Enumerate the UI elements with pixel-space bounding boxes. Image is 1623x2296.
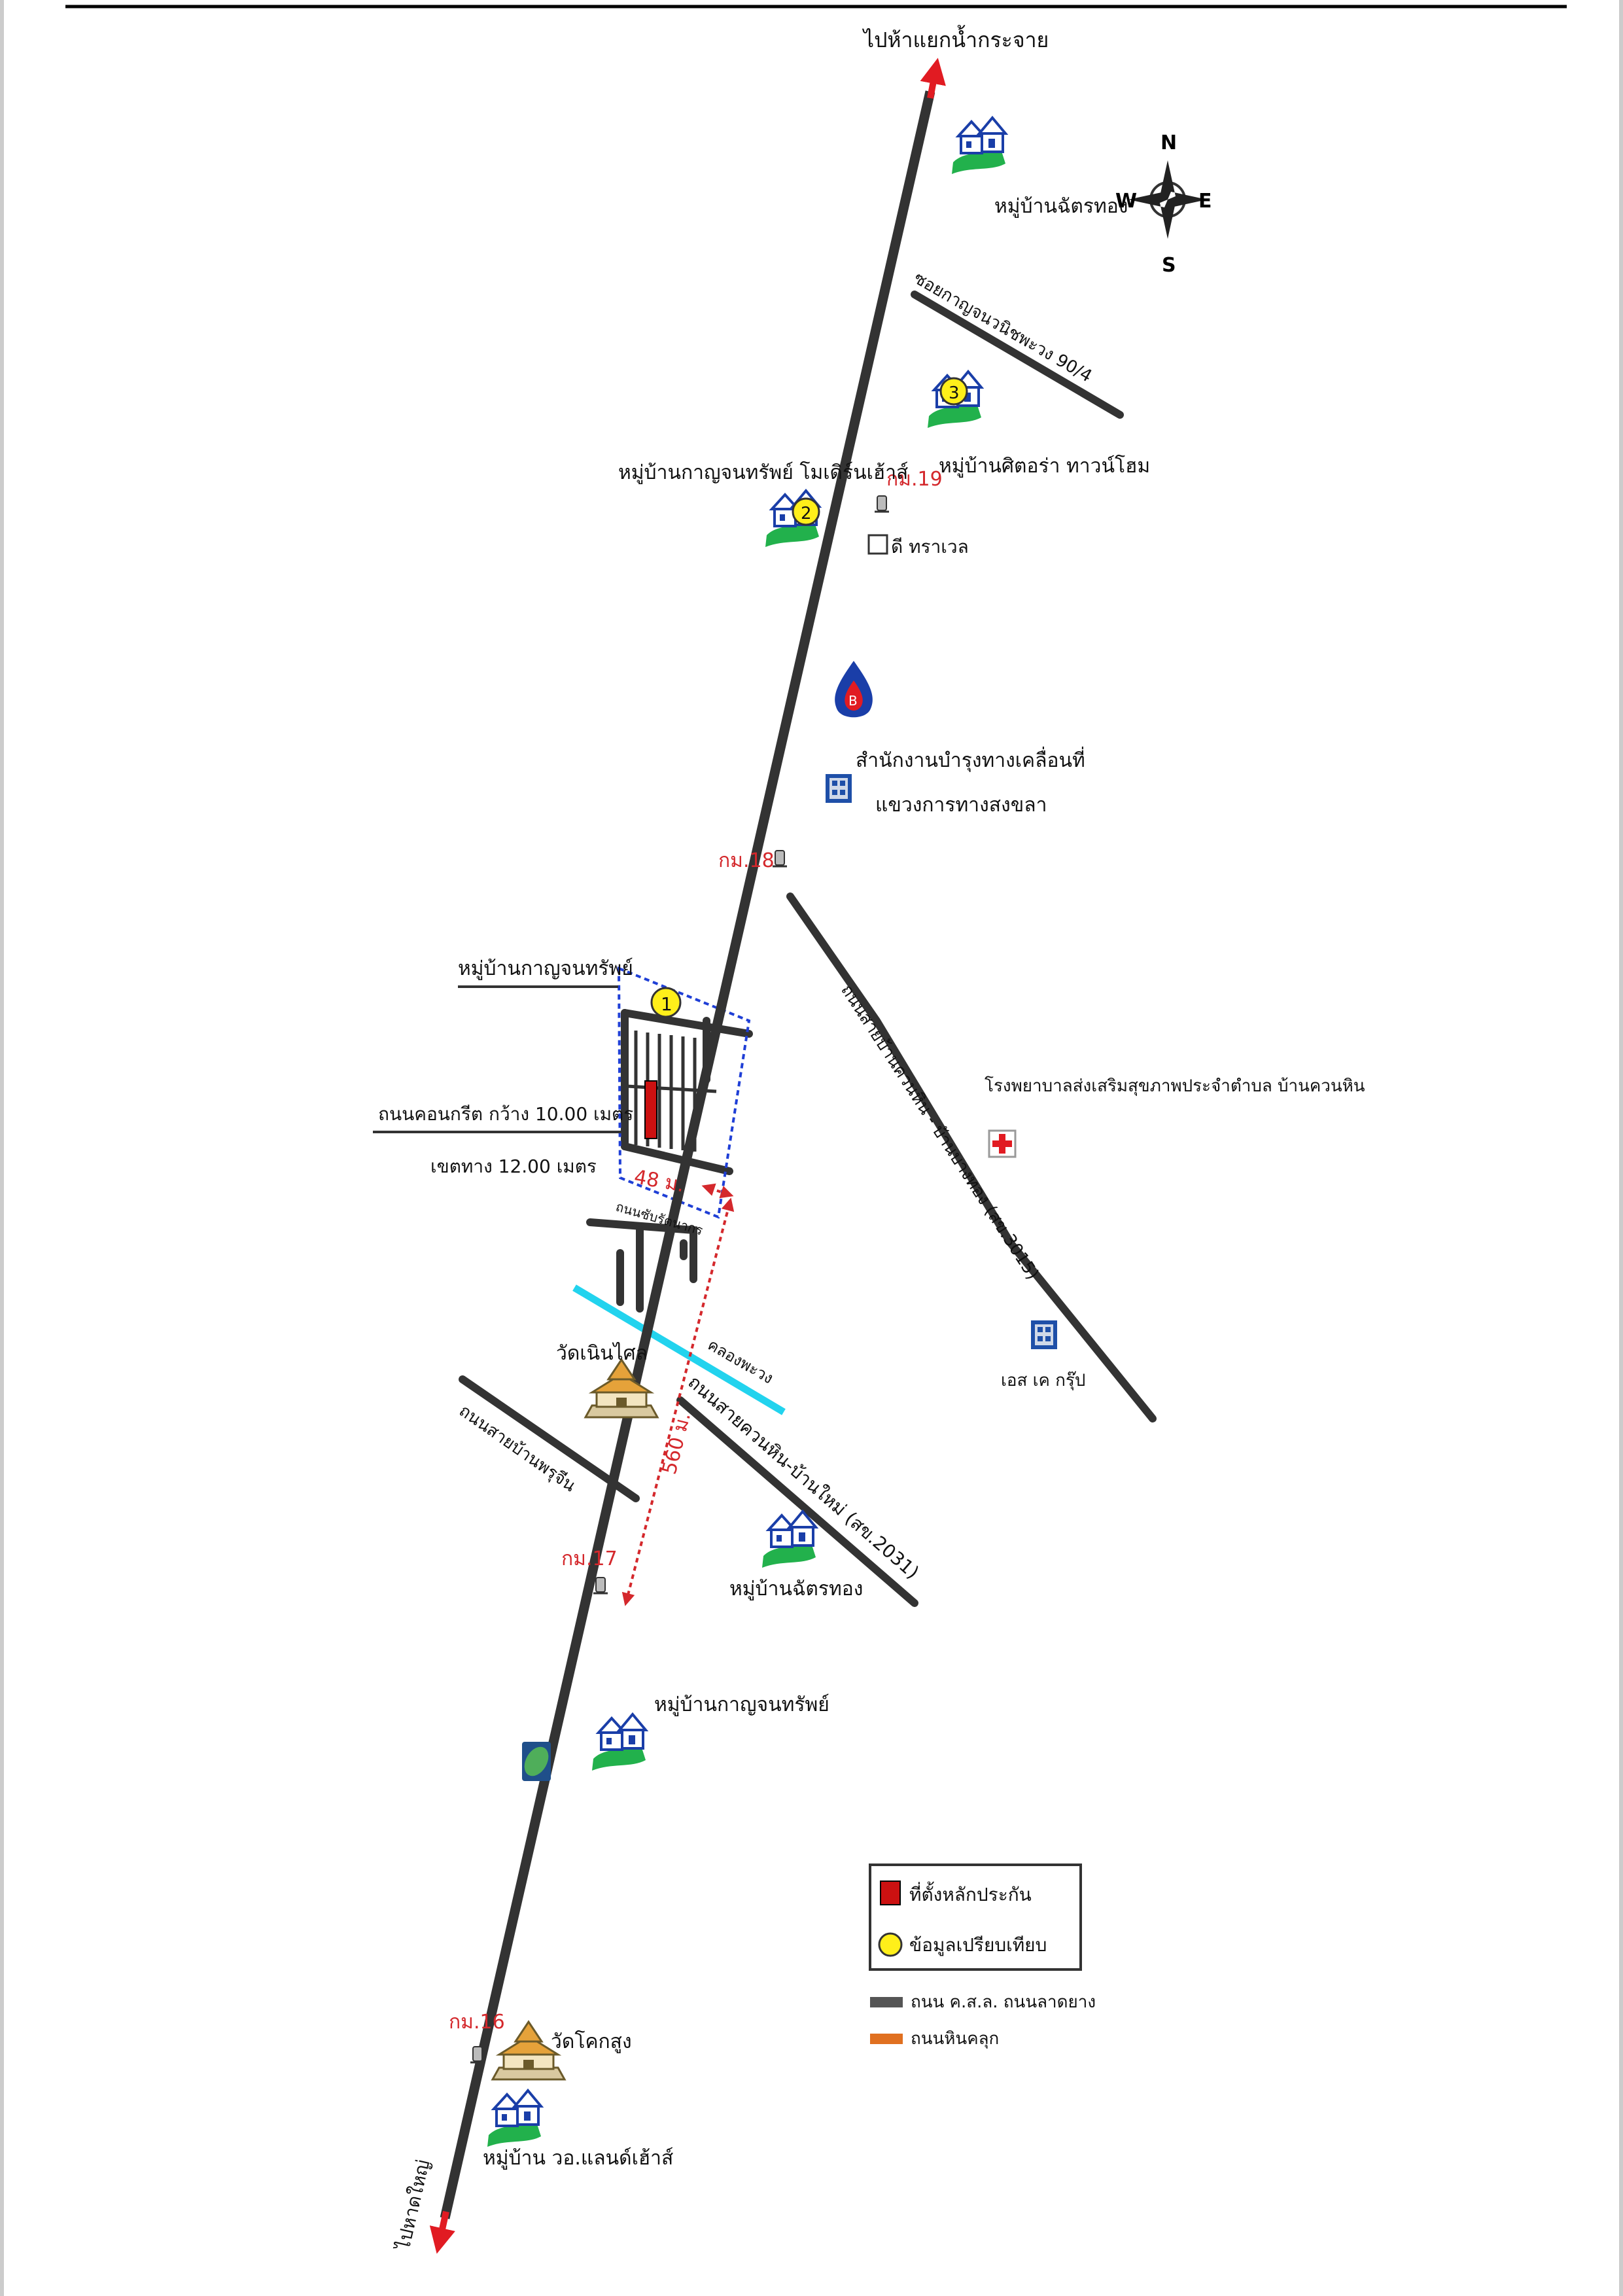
label-soi-kanchanawanit: ซอยกาญจนวนิชพะวง 90/4 xyxy=(911,268,1096,387)
dist-560-line xyxy=(621,1197,735,1606)
label-village-wor-land: หมู่บ้าน วอ.แลนด์เฮ้าส์ xyxy=(483,2147,673,2170)
legend-comparison-label: ข้อมูลเปรียบเทียบ xyxy=(909,1934,1047,1956)
gas-station-icon: B xyxy=(835,661,873,718)
km17-post-icon xyxy=(592,1576,609,1595)
label-village-kanchanasap-south: หมู่บ้านกาญจนทรัพย์ xyxy=(654,1693,829,1716)
highway-office-icon xyxy=(826,774,852,803)
marker-1: 1 xyxy=(650,987,682,1018)
label-wat-noen: วัดเนินไศล xyxy=(556,1341,648,1365)
house-icon-kanchanasap-south xyxy=(591,1713,647,1772)
marker-3: 3 xyxy=(939,377,968,406)
house-icon-wor-land xyxy=(486,2089,542,2148)
label-highway-office-1: สำนักงานบำรุงทางเคลื่อนที่ xyxy=(856,747,1085,773)
svg-text:1: 1 xyxy=(661,993,672,1015)
dist-48-line xyxy=(701,1183,734,1199)
compass-n: N xyxy=(1161,132,1177,154)
compass-s: S xyxy=(1162,254,1176,277)
legend-collateral-label: ที่ตั้งหลักประกัน xyxy=(909,1881,1032,1905)
label-right-of-way: เขตทาง 12.00 เมตร xyxy=(430,1156,597,1177)
main-road xyxy=(440,90,935,2219)
compass-rose: N S E W xyxy=(1115,132,1212,277)
label-concrete-road: ถนนคอนกรีต กว้าง 10.00 เมตร xyxy=(378,1103,633,1125)
km16-post-icon xyxy=(469,2045,486,2064)
km18-label: กม.18 xyxy=(718,849,775,872)
compound-road-top xyxy=(621,1009,753,1038)
collateral-plot xyxy=(644,1080,657,1139)
km19-label: กม.19 xyxy=(886,468,943,491)
north-destination: ไปห้าแยกน้ำกระจาย xyxy=(862,25,1049,52)
label-village-chattong-top: หมู่บ้านฉัตรทอง xyxy=(994,195,1128,218)
label-canal: คลองพะวง xyxy=(705,1335,777,1388)
legend-laterite-label: ถนนหินคลุก xyxy=(911,2029,999,2049)
label-village-chattong-bottom: หมู่บ้านฉัตรทอง xyxy=(729,1578,863,1600)
km18-post-icon xyxy=(771,849,788,868)
label-wat-khok-sung: วัดโคกสูง xyxy=(551,2030,632,2053)
legend-paved-label: ถนน ค.ส.ล. ถนนลาดยาง xyxy=(911,1992,1096,2012)
compass-e: E xyxy=(1198,190,1212,213)
legend-comparison-swatch xyxy=(878,1932,903,1957)
d-travel-icon xyxy=(867,534,888,555)
house-icon-chattong-bottom xyxy=(761,1510,817,1569)
marker-2: 2 xyxy=(792,497,820,526)
label-village-kanchanasap-modern: หมู่บ้านกาญจนทรัพย์ โมเดิร์นเฮ้าส์ xyxy=(618,461,908,484)
label-highway-office-2: แขวงการทางสงขลา xyxy=(875,794,1047,817)
bank-logo-icon xyxy=(522,1742,551,1781)
svg-text:3: 3 xyxy=(949,383,960,403)
road-khuanhin-banmai xyxy=(676,1396,918,1607)
svg-text:2: 2 xyxy=(801,504,812,523)
label-dist-48: 48 ม. xyxy=(633,1165,686,1197)
south-destination: ไปหาดใหญ่ xyxy=(392,2158,434,2253)
house-icon-chattong-top xyxy=(951,116,1007,175)
km17-label: กม.17 xyxy=(561,1547,618,1570)
compound-road-bottom xyxy=(621,1142,733,1175)
legend: ที่ตั้งหลักประกัน ข้อมูลเปรียบเทียบ ถนน … xyxy=(869,1863,1096,2049)
compass-w: W xyxy=(1115,190,1137,213)
label-road-soi-small: ถนนซับรัตนากร xyxy=(614,1199,705,1239)
legend-laterite-swatch xyxy=(870,2034,903,2044)
km16-label: กม.16 xyxy=(449,2011,505,2034)
label-dist-560: 560 ม. xyxy=(658,1410,695,1477)
road-khuanhin-bangthong xyxy=(786,892,1157,1422)
label-d-travel: ดี ทราเวล xyxy=(891,536,969,557)
label-hospital: โรงพยาบาลส่งเสริมสุขภาพประจำตำบล บ้านควน… xyxy=(985,1076,1365,1096)
legend-collateral-swatch xyxy=(880,1881,901,1905)
hospital-icon xyxy=(988,1129,1017,1158)
svg-text:B: B xyxy=(848,693,858,709)
north-arrow xyxy=(920,58,946,99)
label-village-city-home: หมู่บ้านศิตอร่า ทาวน์โฮม xyxy=(939,454,1150,478)
legend-box xyxy=(869,1863,1082,1971)
km19-post-icon xyxy=(873,495,890,513)
soi-kanchanawanit-road xyxy=(911,291,1124,419)
road-phruchin xyxy=(459,1375,640,1502)
legend-paved-swatch xyxy=(870,1997,903,2007)
label-village-kanchanasap: หมู่บ้านกาญจนทรัพย์ xyxy=(458,957,633,980)
sk-group-icon xyxy=(1031,1320,1057,1349)
label-sk-group: เอส เค กรุ๊ป xyxy=(1001,1371,1085,1390)
temple-icon-wat-noen xyxy=(584,1358,659,1419)
south-arrow xyxy=(429,2210,455,2254)
